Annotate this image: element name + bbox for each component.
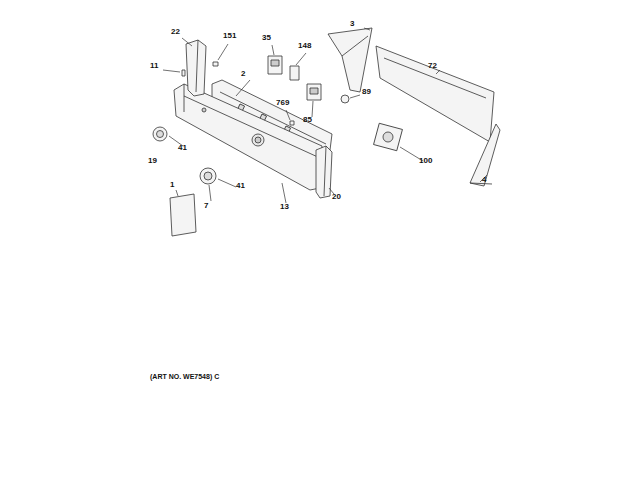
callout-number: 2 bbox=[241, 70, 245, 78]
callout-number: 3 bbox=[350, 20, 354, 28]
end-bracket bbox=[470, 124, 500, 186]
screw bbox=[290, 121, 294, 125]
callout-number: 89 bbox=[362, 88, 371, 96]
end-cap bbox=[316, 146, 332, 198]
callout-number: 41 bbox=[236, 182, 245, 190]
timer bbox=[374, 123, 403, 150]
end-bracket bbox=[328, 28, 372, 92]
art-number: (ART NO. WE7548) C bbox=[150, 373, 219, 380]
callout-number: 13 bbox=[280, 203, 289, 211]
indicator-light bbox=[341, 95, 349, 103]
callout-number: 85 bbox=[303, 116, 312, 124]
knob bbox=[200, 168, 216, 184]
leader-lines bbox=[163, 28, 487, 203]
callout-number: 35 bbox=[262, 34, 271, 42]
switch bbox=[268, 56, 282, 74]
callout-number: 4 bbox=[482, 176, 486, 184]
callout-number: 769 bbox=[276, 99, 289, 107]
callout-number: 151 bbox=[223, 32, 236, 40]
callout-number: 100 bbox=[419, 157, 432, 165]
callout-number: 11 bbox=[150, 62, 158, 70]
screw bbox=[182, 70, 185, 76]
callout-number: 72 bbox=[428, 62, 437, 70]
callout-number: 20 bbox=[332, 193, 341, 201]
control-panel-front bbox=[174, 84, 322, 190]
callout-number: 19 bbox=[148, 157, 157, 165]
callout-number: 148 bbox=[298, 42, 311, 50]
clip bbox=[213, 62, 218, 66]
instruction-card bbox=[170, 194, 196, 236]
callout-number: 1 bbox=[170, 181, 174, 189]
end-cap bbox=[186, 40, 206, 96]
callout-number: 22 bbox=[171, 28, 180, 36]
switch bbox=[307, 84, 321, 100]
callout-number: 41 bbox=[178, 144, 187, 152]
switch bbox=[290, 66, 299, 80]
knob bbox=[153, 127, 167, 141]
callout-number: 7 bbox=[204, 202, 208, 210]
